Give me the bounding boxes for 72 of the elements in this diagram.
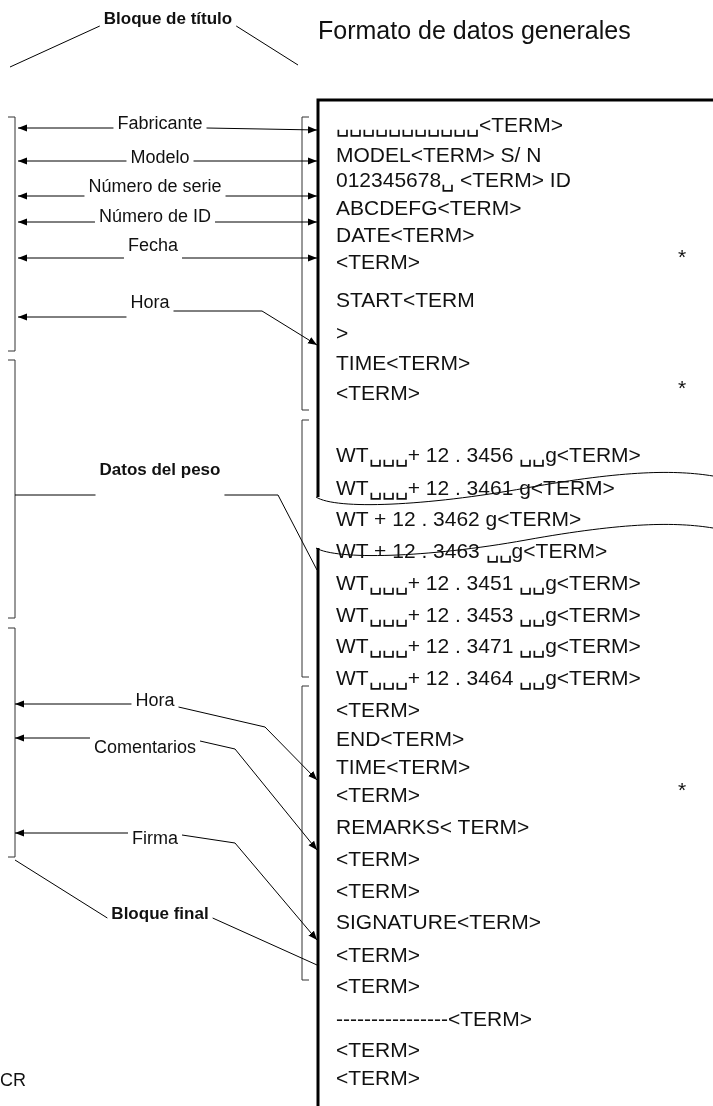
annotation-label: Hora (130, 292, 170, 312)
printout-line: WT␣␣␣+ 12 . 3453 ␣␣g<TERM> (336, 603, 641, 627)
printout-line: <TERM> (336, 847, 421, 871)
arrow (181, 254, 318, 262)
printout-line: WT␣␣␣+ 12 . 3461 g<TERM> (336, 476, 615, 500)
arrow (17, 157, 127, 165)
arrow (17, 192, 85, 200)
printout-line: WT + 12 . 3462 g<TERM> (336, 507, 582, 531)
annotation-label: Bloque final (111, 904, 209, 924)
leader-line (14, 859, 108, 919)
arrow (178, 706, 318, 781)
printout-line: ----------------<TERM> (336, 1007, 532, 1031)
printout-paper (316, 98, 713, 1106)
arrow (193, 157, 318, 165)
arrow (14, 829, 129, 837)
leader-line (235, 25, 299, 66)
asterisk-mark: * (678, 778, 687, 802)
printout-line: <TERM> (336, 974, 421, 998)
arrow (173, 310, 318, 346)
printout-line: SIGNATURE<TERM> (336, 910, 541, 934)
printout-line: <TERM> (336, 698, 421, 722)
annotation-label: Hora (135, 690, 175, 710)
printout-line: <TERM> (336, 381, 421, 405)
printout-line: ␣␣␣␣␣␣␣␣␣␣␣<TERM> (336, 113, 564, 137)
printout-line: 012345678␣ <TERM> ID (336, 168, 571, 192)
annotation-label: Bloque de título (103, 9, 233, 29)
printout-line: WT␣␣␣+ 12 . 3464 ␣␣g<TERM> (336, 666, 641, 690)
leader-line (212, 917, 318, 966)
arrow (17, 313, 127, 321)
leader-line (14, 494, 97, 496)
arrow (214, 218, 318, 226)
note-label: CR (0, 1070, 26, 1091)
annotation-label: Número de ID (98, 206, 211, 226)
printout-line: > (336, 321, 349, 345)
arrow (199, 740, 318, 851)
arrow (14, 700, 132, 708)
printout-line: ABCDEFG<TERM> (336, 196, 522, 220)
annotation-label: Modelo (130, 147, 190, 167)
arrow (206, 126, 318, 134)
asterisk-mark: * (678, 245, 687, 269)
printout-line: START<TERM (336, 288, 475, 312)
annotation-label: Comentarios (93, 737, 196, 757)
printout-line: TIME<TERM> (336, 755, 471, 779)
printout-line: END<TERM> (336, 727, 465, 751)
printout-line: MODEL<TERM> S/ N (336, 143, 542, 167)
printout-line: DATE<TERM> (336, 223, 475, 247)
annotation-label: Número de serie (88, 176, 222, 196)
diagram-title: Formato de datos generales (318, 16, 631, 45)
arrow (17, 218, 96, 226)
printout-line: REMARKS< TERM> (336, 815, 530, 839)
asterisk-mark: * (678, 376, 687, 400)
printout-line: <TERM> (336, 1038, 421, 1062)
annotation-label: Fecha (128, 235, 178, 255)
printout-line: <TERM> (336, 250, 421, 274)
arrow (225, 192, 318, 200)
printout-line: TIME<TERM> (336, 351, 471, 375)
arrow (17, 124, 114, 132)
annotation-label: Fabricante (117, 113, 203, 133)
printout-line: <TERM> (336, 943, 421, 967)
printout-line: <TERM> (336, 1066, 421, 1090)
printout-line: WT␣␣␣+ 12 . 3451 ␣␣g<TERM> (336, 571, 641, 595)
printout-line: WT␣␣␣+ 12 . 3471 ␣␣g<TERM> (336, 634, 641, 658)
leader-line (223, 494, 318, 571)
printout-line: WT␣␣␣+ 12 . 3456 ␣␣g<TERM> (336, 443, 641, 467)
leader-line (9, 25, 101, 68)
printout-line: <TERM> (336, 783, 421, 807)
annotation-label: Firma (132, 828, 178, 848)
annotation-label: Datos del peso (99, 460, 221, 480)
arrow (17, 254, 125, 262)
arrow (14, 734, 91, 742)
arrow (181, 834, 318, 941)
printout-line: <TERM> (336, 879, 421, 903)
